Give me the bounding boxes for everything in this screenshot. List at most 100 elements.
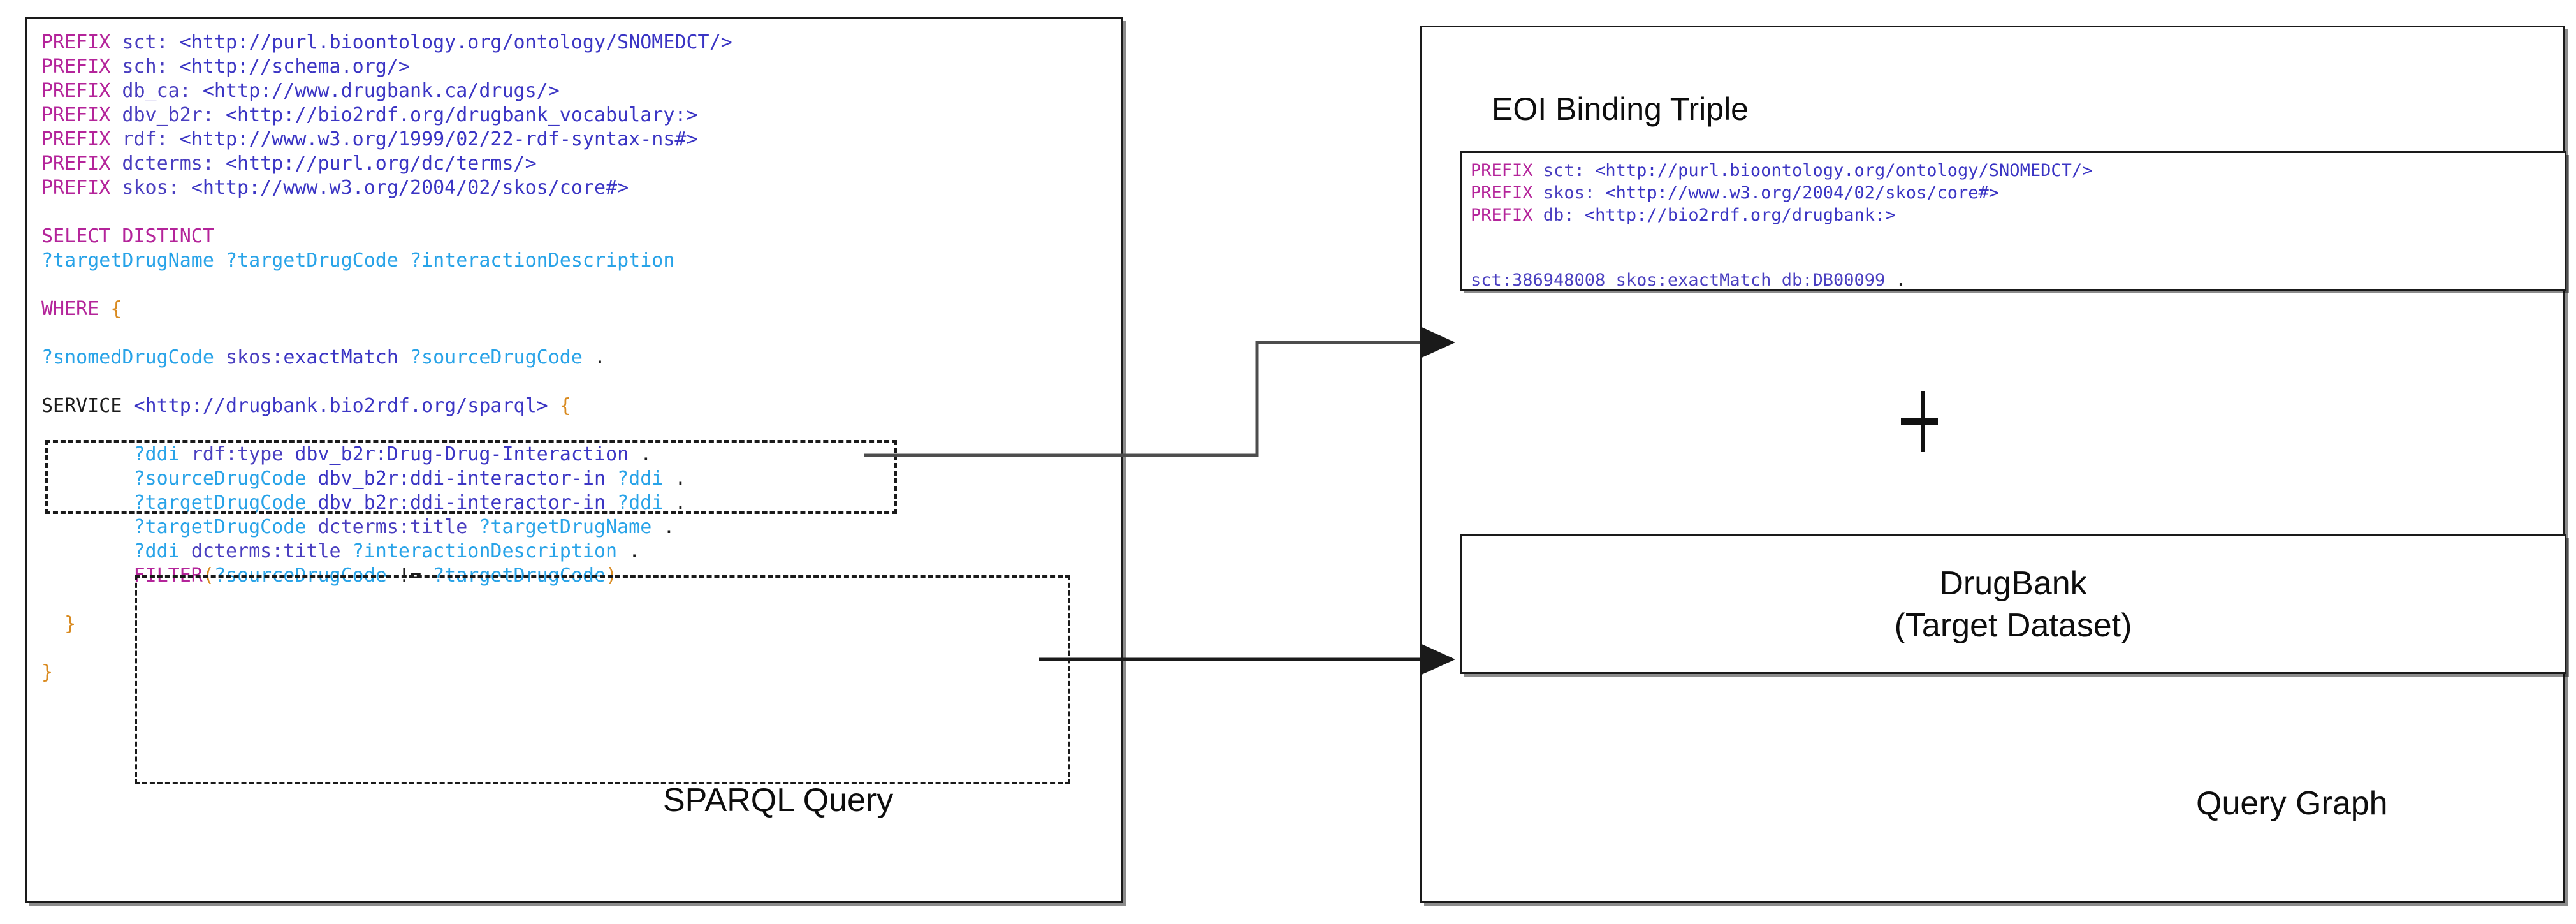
code-token: ?targetDrugCode [41,492,307,514]
eoi-binding-triple-title: EOI Binding Triple [1492,91,1749,127]
code-token: ?snomedDrugCode [41,346,214,369]
code-token [306,516,317,538]
code-line: SELECT DISTINCT [41,224,732,249]
eoi-binding-triple-box: PREFIX sct: <http://purl.bioontology.org… [1460,151,2566,291]
code-token: . [617,540,641,562]
code-token: db: [1532,205,1585,225]
code-token [41,637,53,659]
code-token: ?sourceDrugCode [410,346,583,369]
code-line [41,418,732,443]
code-line: PREFIX sch: <http://schema.org/> [41,55,732,79]
code-token: dcterms: [110,152,226,175]
code-line: PREFIX db: <http://bio2rdf.org/drugbank:… [1471,204,2092,226]
code-token [1605,270,1615,290]
code-token [122,395,133,417]
code-line [41,321,732,346]
code-token: <http://drugbank.bio2rdf.org/sparql> [133,395,548,417]
code-token: <http://bio2rdf.org/drugbank:> [1584,205,1896,225]
code-token: db:DB00099 [1781,270,1886,290]
code-token [467,516,479,538]
code-token: ?ddi [617,492,664,514]
code-token: dbv_b2r:ddi-interactor-in [317,467,606,490]
code-token: skos: [226,346,284,369]
code-line [41,200,732,224]
code-line: } [41,661,732,685]
code-token [41,201,53,223]
code-line: } [41,612,732,636]
code-token [41,322,53,344]
code-line: PREFIX db_ca: <http://www.drugbank.ca/dr… [41,79,732,103]
sparql-code-block: PREFIX sct: <http://purl.bioontology.org… [41,31,732,685]
code-token [341,540,353,562]
code-line: PREFIX skos: <http://www.w3.org/2004/02/… [1471,182,2092,204]
code-token: } [64,613,76,635]
code-token: <http://bio2rdf.org/drugbank_vocabulary:… [226,104,698,126]
code-token: <http://purl.bioontology.org/ontology/SN… [1595,161,2093,180]
code-token: dbv_b2r: [110,104,226,126]
code-line: ?targetDrugCode dcterms:title ?targetDru… [41,515,732,539]
code-token: PREFIX [41,31,111,54]
code-token: PREFIX [41,128,111,150]
code-line: ?targetDrugName ?targetDrugCode ?interac… [41,249,732,273]
code-token: <http://www.w3.org/2004/02/skos/core#> [1605,183,2000,203]
code-token: ?ddi [41,540,180,562]
code-token: skos:exactMatch [1615,270,1772,290]
code-line [41,370,732,394]
code-token: <http://www.drugbank.ca/drugs/> [202,80,560,102]
code-token [214,346,226,369]
code-token [41,370,53,393]
code-token [41,274,53,296]
service-pattern-highlight [135,575,1070,784]
drugbank-label-line2: (Target Dataset) [1894,606,2132,644]
code-token: . [663,467,687,490]
code-line: PREFIX dcterms: <http://purl.org/dc/term… [41,152,732,176]
code-token [398,346,410,369]
code-token [99,298,110,320]
code-line: WHERE { [41,297,732,321]
code-line: PREFIX rdf: <http://www.w3.org/1999/02/2… [41,128,732,152]
sparql-query-caption: SPARQL Query [663,782,894,819]
code-token: rdf: [110,128,180,150]
code-token: dbv_b2r:ddi-interactor-in [317,492,606,514]
code-token: ?ddi [41,443,180,466]
query-graph-caption: Query Graph [2196,785,2388,822]
drugbank-label-line1: DrugBank [1939,564,2087,602]
eoi-prefix-code-block: PREFIX sct: <http://purl.bioontology.org… [1471,159,2092,226]
code-token: skos: [110,177,191,199]
code-token: rdf:type [191,443,284,466]
code-token: SERVICE [41,395,122,417]
code-token: ?targetDrugCode [41,516,307,538]
code-token: exactMatch [283,346,398,369]
code-token: <http://purl.bioontology.org/ontology/SN… [179,31,732,54]
code-token: skos: [1532,183,1606,203]
code-token: ?ddi [617,467,664,490]
code-token: PREFIX [1471,183,1533,203]
code-token: sct:386948008 [1471,270,1606,290]
code-line: ?sourceDrugCode dbv_b2r:ddi-interactor-i… [41,467,732,491]
code-line: SERVICE <http://drugbank.bio2rdf.org/spa… [41,394,732,418]
code-token [548,395,560,417]
code-token: { [559,395,571,417]
code-token: . [629,443,652,466]
code-token: ?targetDrugName ?targetDrugCode ?interac… [41,249,675,272]
code-token [41,589,53,611]
code-token: PREFIX [1471,205,1533,225]
code-token: PREFIX [41,80,111,102]
code-token: ?sourceDrugCode [41,467,307,490]
code-line: ?targetDrugCode dbv_b2r:ddi-interactor-i… [41,491,732,515]
code-line: ?snomedDrugCode skos:exactMatch ?sourceD… [41,346,732,370]
code-token: PREFIX [41,177,111,199]
code-token: dcterms:title [191,540,341,562]
code-token: . [582,346,606,369]
code-token: <http://schema.org/> [179,55,410,78]
code-token: { [110,298,122,320]
code-token: . [663,492,687,514]
code-token [41,613,64,635]
plus-icon [1892,391,1953,452]
code-token: <http://www.w3.org/1999/02/22-rdf-syntax… [179,128,698,150]
code-line: PREFIX skos: <http://www.w3.org/2004/02/… [41,176,732,200]
code-token: } [41,661,54,684]
code-line: ?ddi dcterms:title ?interactionDescripti… [41,539,732,564]
code-token: sct: [1532,161,1596,180]
